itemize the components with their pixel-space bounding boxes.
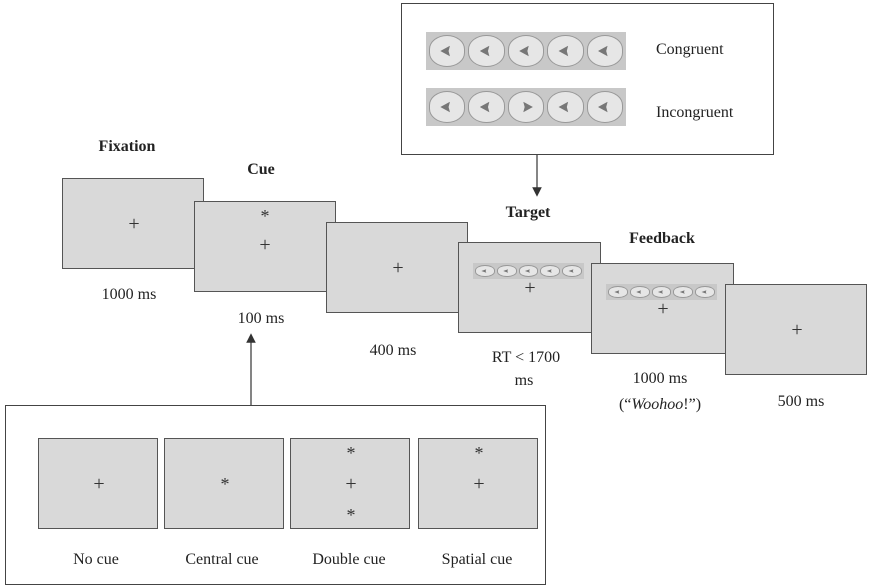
fixation-cross: + xyxy=(524,278,535,298)
fish-stimulus xyxy=(540,265,560,277)
delay-duration: 400 ms xyxy=(370,342,417,360)
cue-screen: * + xyxy=(194,201,336,292)
fixation-cross: + xyxy=(791,320,802,340)
feedback-duration: 1000 ms xyxy=(633,370,688,388)
target-screen: + xyxy=(458,242,601,333)
fish-stimulus xyxy=(630,286,650,298)
double-cue-screen: * + * xyxy=(290,438,410,529)
fixation-cross: + xyxy=(259,235,270,255)
no-cue-label: No cue xyxy=(73,551,119,569)
fish-stimulus xyxy=(587,35,623,67)
central-cue-label: Central cue xyxy=(185,551,258,569)
cue-duration: 100 ms xyxy=(238,310,285,328)
cue-title: Cue xyxy=(247,161,275,179)
fish-stimulus xyxy=(547,35,583,67)
fish-stimulus xyxy=(475,265,495,277)
target-duration-line2: ms xyxy=(515,372,534,390)
fish-stimulus xyxy=(547,91,583,123)
fixation-screen: + xyxy=(62,178,204,269)
feedback-note-close: !”) xyxy=(683,396,701,413)
fixation-cross: + xyxy=(128,214,139,234)
fixation-cross: + xyxy=(345,474,356,494)
feedback-title: Feedback xyxy=(629,230,695,248)
fish-stimulus xyxy=(587,91,623,123)
fixation-cross: + xyxy=(93,474,104,494)
target-title: Target xyxy=(506,204,551,222)
fixation-cross: + xyxy=(392,258,403,278)
incongruent-label: Incongruent xyxy=(656,104,733,122)
incongruent-strip xyxy=(426,88,626,126)
fish-stimulus xyxy=(673,286,693,298)
fish-stimulus xyxy=(519,265,539,277)
feedback-screen: + xyxy=(591,263,734,354)
spatial-cue-label: Spatial cue xyxy=(442,551,513,569)
double-cue-label: Double cue xyxy=(312,551,385,569)
fixation-cross: + xyxy=(473,474,484,494)
final-duration: 500 ms xyxy=(778,393,825,411)
cue-asterisk: * xyxy=(261,206,270,226)
fixation-cross: + xyxy=(657,299,668,319)
feedback-note-word: Woohoo xyxy=(631,396,683,413)
delay-screen: + xyxy=(326,222,468,313)
target-duration-line1: RT < 1700 xyxy=(492,349,560,367)
cue-asterisk: * xyxy=(221,474,230,494)
cue-asterisk-top: * xyxy=(347,443,356,463)
no-cue-screen: + xyxy=(38,438,158,529)
congruent-label: Congruent xyxy=(656,41,724,59)
fish-stimulus xyxy=(468,91,504,123)
fish-stimulus xyxy=(652,286,672,298)
feedback-note-open: (“ xyxy=(619,396,631,413)
cue-asterisk-bottom: * xyxy=(347,505,356,525)
cue-asterisk: * xyxy=(475,443,484,463)
fish-stimulus xyxy=(497,265,517,277)
fish-stimulus xyxy=(508,35,544,67)
final-screen: + xyxy=(725,284,867,375)
spatial-cue-screen: * + xyxy=(418,438,538,529)
feedback-note: (“Woohoo!”) xyxy=(619,396,701,414)
fish-stimulus xyxy=(562,265,582,277)
fish-stimulus xyxy=(429,35,465,67)
fixation-title: Fixation xyxy=(99,138,156,156)
fish-stimulus xyxy=(429,91,465,123)
cue-types-box: + No cue * Central cue * + * Double cue … xyxy=(5,405,546,585)
flanker-conditions-box: Congruent Incongruent xyxy=(401,3,774,155)
congruent-strip xyxy=(426,32,626,70)
central-cue-screen: * xyxy=(164,438,284,529)
fish-stimulus xyxy=(608,286,628,298)
fish-stimulus xyxy=(468,35,504,67)
fish-stimulus-reversed xyxy=(508,91,544,123)
fixation-duration: 1000 ms xyxy=(102,286,157,304)
fish-stimulus xyxy=(695,286,715,298)
